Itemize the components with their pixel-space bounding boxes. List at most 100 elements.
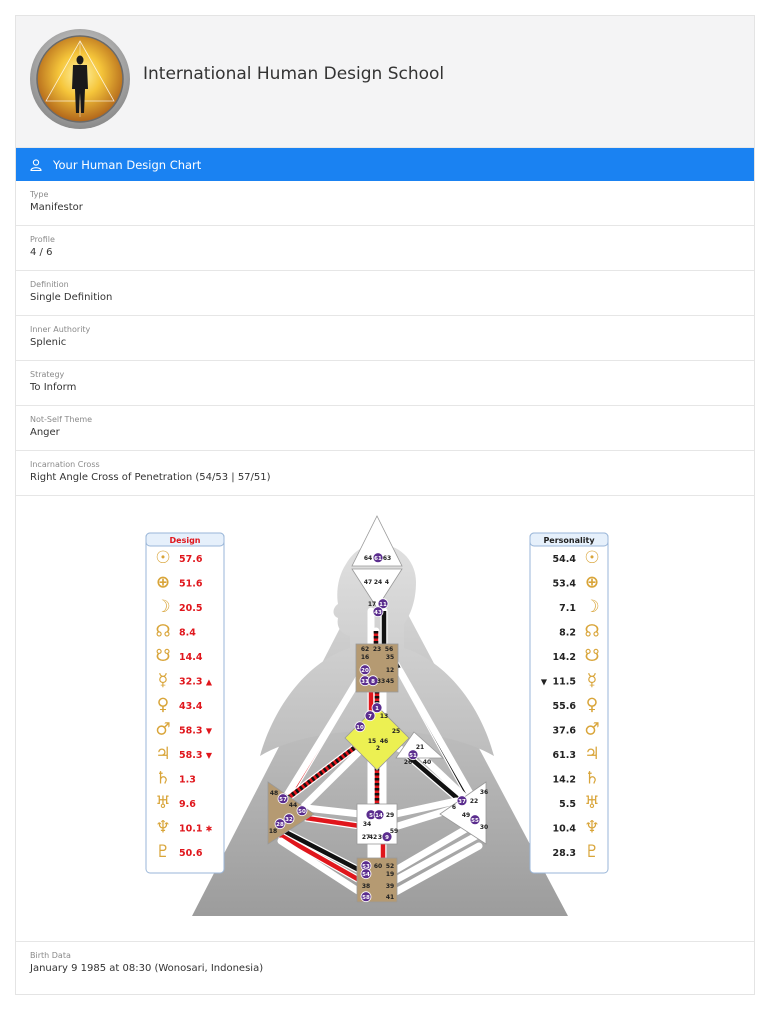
gate-label: 9 (381, 831, 393, 843)
gate-label: 6 (452, 804, 456, 811)
planet-value: 7.1 (559, 603, 576, 614)
gate-label: 12 (386, 667, 394, 674)
gate-label: 15 (368, 738, 376, 745)
inner-authority-row: Inner Authority Splenic (16, 316, 754, 361)
planet-mark: ▼ (206, 751, 213, 760)
planet-row: ♀55.6 (553, 695, 599, 715)
gate-label: 2 (376, 745, 380, 752)
gate-label: 27 (362, 834, 370, 841)
gate-label: 35 (386, 654, 394, 661)
gate-label: 37 (456, 795, 468, 807)
svg-text:63: 63 (383, 555, 391, 562)
planet-value: 14.4 (179, 652, 203, 663)
svg-text:23: 23 (373, 646, 381, 653)
planet-glyph-icon: ♇ (155, 842, 170, 862)
svg-text:43: 43 (374, 610, 382, 616)
channel-line (277, 837, 365, 897)
planet-value: 50.6 (179, 848, 203, 859)
gate-label: 11 (377, 598, 389, 610)
planet-glyph-icon: ♆ (155, 818, 170, 838)
planet-glyph-icon: ♄ (155, 769, 170, 789)
svg-text:22: 22 (470, 798, 478, 805)
gate-label: 54 (360, 868, 372, 880)
planet-row: ♆ 10.4 (553, 818, 600, 838)
svg-text:10: 10 (356, 725, 364, 731)
type-value: Manifestor (30, 202, 83, 213)
gate-label: 36 (480, 789, 488, 796)
gate-label: 22 (470, 798, 478, 805)
planet-row: ⊕53.4 (553, 573, 600, 593)
channel-line (302, 814, 364, 830)
planet-glyph-icon: ☋ (155, 646, 170, 666)
gate-label: 42 (369, 834, 377, 841)
svg-text:30: 30 (480, 824, 488, 831)
gate-label: 14 (373, 809, 385, 821)
svg-text:24: 24 (374, 579, 382, 586)
gate-label: 25 (392, 728, 400, 735)
svg-text:25: 25 (392, 728, 400, 735)
gate-label: 18 (269, 828, 277, 835)
svg-text:51: 51 (409, 753, 417, 759)
planet-row: ♇ 50.6 (155, 842, 202, 862)
svg-text:64: 64 (364, 555, 372, 562)
strategy-value: To Inform (30, 382, 77, 393)
gate-label: 47 (364, 579, 372, 586)
planet-row: ☊8.4 (155, 622, 196, 642)
gate-label: 30 (480, 824, 488, 831)
channel-line (390, 822, 475, 875)
design-panel-title: Design (170, 536, 201, 545)
birth-data-label: Birth Data (30, 951, 71, 960)
svg-text:11: 11 (379, 602, 387, 608)
svg-text:46: 46 (380, 738, 388, 745)
gate-label: 52 (386, 863, 394, 870)
gate-label: 8 (367, 675, 379, 687)
birth-data-row: Birth Data January 9 1985 at 08:30 (Wono… (16, 942, 754, 976)
gate-label: 38 (362, 883, 370, 890)
planet-row: ☿32.3▲ (158, 671, 213, 691)
planet-glyph-icon: ☉ (155, 548, 170, 568)
gate-label: 63 (383, 555, 391, 562)
planet-row: ☊8.2 (559, 622, 599, 642)
svg-text:50: 50 (298, 809, 306, 815)
planet-value: 10.4 (553, 824, 577, 835)
svg-text:32: 32 (285, 817, 293, 823)
svg-text:15: 15 (368, 738, 376, 745)
planet-row: ♇28.3 (553, 842, 600, 862)
planet-glyph-icon: ♂ (155, 720, 170, 740)
not-self-theme-row: Not-Self Theme Anger (16, 406, 754, 451)
svg-text:27: 27 (362, 834, 370, 841)
gate-label: 43 (372, 606, 384, 618)
svg-text:57: 57 (279, 797, 287, 803)
planet-glyph-icon: ♃ (584, 744, 599, 764)
strategy-label: Strategy (30, 370, 65, 379)
svg-text:53: 53 (362, 864, 370, 870)
definition-label: Definition (30, 280, 69, 289)
planet-glyph-icon: ♆ (584, 818, 599, 838)
planet-value: 54.4 (553, 554, 577, 565)
planet-row: ♅5.5 (559, 793, 599, 813)
planet-glyph-icon: ♄ (584, 769, 599, 789)
svg-text:28: 28 (276, 822, 284, 828)
planet-row: ♄1.3 (155, 769, 195, 789)
planet-row: ♀43.4 (157, 695, 203, 715)
svg-text:31: 31 (361, 679, 369, 685)
svg-text:47: 47 (364, 579, 372, 586)
planet-value: 8.4 (179, 628, 196, 639)
gate-label: 21 (416, 744, 424, 751)
planet-row: ⊕51.6 (156, 573, 203, 593)
planet-glyph-icon: ♀ (586, 695, 598, 715)
planet-value: 51.6 (179, 579, 203, 590)
planet-value: 32.3 (179, 677, 202, 688)
not-self-theme-label: Not-Self Theme (30, 415, 93, 424)
svg-text:8: 8 (371, 679, 375, 685)
gate-label: 26 (404, 759, 412, 766)
svg-text:18: 18 (269, 828, 277, 835)
planet-value: 28.3 (553, 848, 576, 859)
planet-mark: ▼ (541, 678, 548, 687)
svg-text:13: 13 (380, 713, 388, 720)
planet-value: 14.2 (553, 652, 576, 663)
type-row: Type Manifestor (16, 181, 754, 226)
